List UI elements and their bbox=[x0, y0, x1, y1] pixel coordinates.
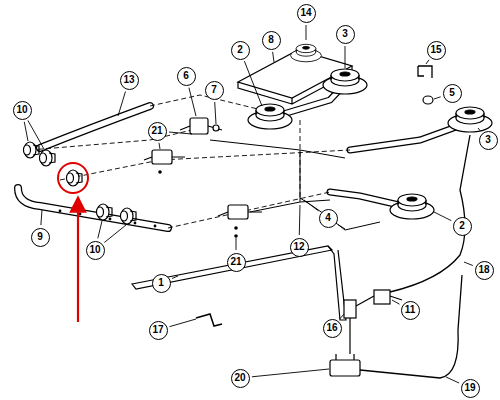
leader-line bbox=[304, 200, 318, 211]
leader-line bbox=[104, 225, 126, 242]
callout-number: 14 bbox=[297, 4, 316, 23]
leader-line bbox=[464, 262, 473, 266]
leader-line bbox=[215, 102, 216, 124]
callout-number: 4 bbox=[319, 209, 338, 228]
leader-line bbox=[118, 91, 125, 116]
leader-line bbox=[28, 120, 44, 149]
leader-line bbox=[446, 377, 459, 383]
leader-line bbox=[236, 238, 237, 250]
leader-line bbox=[478, 128, 480, 131]
callout-number: 5 bbox=[443, 84, 462, 103]
callout-number: 13 bbox=[120, 71, 139, 90]
leader-line bbox=[169, 132, 192, 134]
leader-line bbox=[434, 212, 451, 221]
leader-line bbox=[345, 46, 346, 68]
leader-line bbox=[273, 52, 274, 62]
leader-line bbox=[299, 205, 301, 235]
callout-number: 3 bbox=[479, 131, 498, 150]
callout-number: 12 bbox=[290, 238, 309, 257]
callout-number: 11 bbox=[401, 301, 420, 320]
leader-line bbox=[338, 225, 345, 229]
callout-number: 8 bbox=[262, 31, 281, 50]
callout-number: 20 bbox=[231, 369, 250, 388]
leader-line bbox=[252, 369, 329, 377]
leader-line bbox=[434, 97, 441, 99]
callout-number: 21 bbox=[227, 253, 246, 272]
callout-number: 18 bbox=[475, 261, 494, 280]
leader-line bbox=[244, 61, 262, 106]
leader-line bbox=[170, 319, 196, 327]
leader-line bbox=[340, 314, 344, 319]
callout-number: 19 bbox=[461, 379, 480, 398]
leader-line bbox=[41, 210, 42, 225]
callout-number: 17 bbox=[149, 321, 168, 340]
callout-number: 16 bbox=[323, 319, 342, 338]
callout-number: 10 bbox=[13, 101, 32, 120]
leader-line bbox=[172, 276, 178, 278]
leader-line bbox=[24, 122, 28, 141]
callout-number: 9 bbox=[31, 228, 50, 247]
callout-number: 1 bbox=[152, 274, 171, 293]
callout-number: 3 bbox=[336, 25, 355, 44]
callout-number: 6 bbox=[177, 67, 196, 86]
callout-number: 2 bbox=[231, 41, 250, 60]
leader-line bbox=[98, 221, 102, 238]
leader-line bbox=[426, 60, 429, 64]
leader-line bbox=[159, 143, 160, 149]
callout-number: 7 bbox=[205, 81, 224, 100]
leader-line bbox=[306, 25, 307, 40]
callout-number: 15 bbox=[427, 41, 446, 60]
leader-line bbox=[392, 300, 400, 304]
leader-line bbox=[189, 88, 196, 116]
callout-number: 2 bbox=[453, 217, 472, 236]
callout-number: 10 bbox=[86, 241, 105, 260]
callout-number: 21 bbox=[148, 122, 167, 141]
